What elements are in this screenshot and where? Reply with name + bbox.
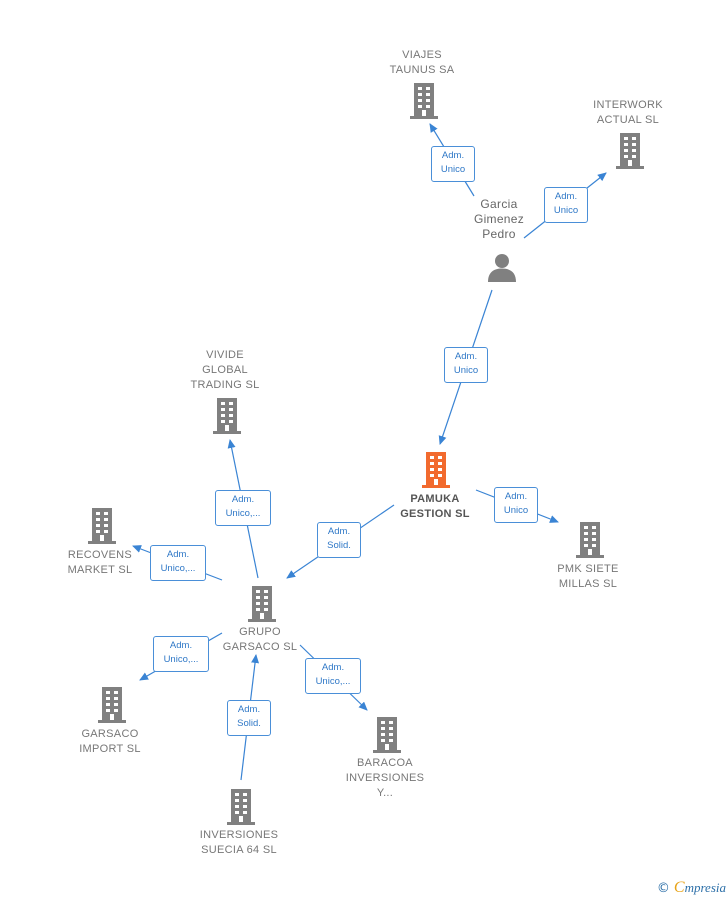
label-line: PAMUKA xyxy=(410,493,460,505)
node-label-viajes-taunus[interactable]: VIAJES TAUNUS SA xyxy=(372,48,472,78)
building-icon[interactable] xyxy=(409,83,439,119)
building-icon[interactable] xyxy=(226,789,256,825)
node-label-vivide-global-trading[interactable]: VIVIDE GLOBAL TRADING SL xyxy=(175,348,275,393)
badge-line-2: Unico xyxy=(440,164,466,175)
badge-line-1: Adm. xyxy=(327,526,351,537)
label-line: SUECIA 64 SL xyxy=(201,844,277,856)
label-line: INTERWORK xyxy=(593,99,663,111)
label-line: ACTUAL SL xyxy=(596,114,660,126)
label-line: INVERSIONES xyxy=(345,772,425,784)
label-line: VIVIDE xyxy=(206,349,244,361)
building-icon[interactable] xyxy=(212,398,242,434)
node-label-interwork-actual[interactable]: INTERWORK ACTUAL SL xyxy=(578,98,678,128)
node-label-pmk-siete-millas[interactable]: PMK SIETE MILLAS SL xyxy=(538,562,638,592)
label-line: MARKET SL xyxy=(67,564,133,576)
label-line: PMK SIETE xyxy=(557,563,619,575)
label-line: MILLAS SL xyxy=(558,578,618,590)
node-label-garcia-gimenez-pedro[interactable]: Garcia Gimenez Pedro xyxy=(449,197,549,242)
badge-line-1: Adm. xyxy=(454,351,478,362)
copyright-symbol: © xyxy=(656,881,670,896)
edge-badge-suecia-garsaco[interactable]: Adm. Solid. xyxy=(227,700,271,736)
building-icon[interactable] xyxy=(87,508,117,544)
empresia-logo[interactable]: ©Cmpresia xyxy=(657,879,726,897)
node-label-grupo-garsaco[interactable]: GRUPO GARSACO SL xyxy=(210,625,310,655)
building-icon[interactable] xyxy=(372,717,402,753)
badge-line-1: Adm. xyxy=(554,191,578,202)
label-line: RECOVENS xyxy=(67,549,133,561)
label-line: GRUPO xyxy=(239,626,281,638)
node-label-baracoa-inversiones[interactable]: BARACOA INVERSIONES Y... xyxy=(335,756,435,801)
badge-line-2: Unico,... xyxy=(160,563,196,574)
edge-badge-pamuka-garsaco[interactable]: Adm. Solid. xyxy=(317,522,361,558)
node-label-pamuka-gestion[interactable]: PAMUKA GESTION SL xyxy=(380,492,490,522)
node-label-recovens-market[interactable]: RECOVENS MARKET SL xyxy=(50,548,150,578)
label-line: GARSACO SL xyxy=(222,641,298,653)
label-line: TAUNUS SA xyxy=(389,64,455,76)
person-icon[interactable] xyxy=(486,251,518,283)
badge-line-2: Unico xyxy=(553,205,579,216)
badge-line-2: Unico,... xyxy=(315,676,351,687)
edge-badge-person-interwork[interactable]: Adm. Unico xyxy=(544,187,588,223)
label-line: BARACOA xyxy=(357,757,413,769)
label-line: Gimenez xyxy=(473,212,525,226)
building-icon[interactable] xyxy=(247,586,277,622)
edge-badge-garsaco-recovens[interactable]: Adm. Unico,... xyxy=(150,545,206,581)
label-line: VIAJES xyxy=(402,49,442,61)
label-line: GARSACO xyxy=(81,728,139,740)
badge-line-1: Adm. xyxy=(166,549,190,560)
badge-line-2: Unico xyxy=(453,365,479,376)
badge-line-1: Adm. xyxy=(321,662,345,673)
badge-line-2: Solid. xyxy=(327,540,351,551)
label-line: TRADING SL xyxy=(190,379,260,391)
edge-badge-person-viajes[interactable]: Adm. Unico xyxy=(431,146,475,182)
edge-badge-garsaco-import[interactable]: Adm. Unico,... xyxy=(153,636,209,672)
badge-line-2: Unico,... xyxy=(163,654,199,665)
building-icon[interactable] xyxy=(615,133,645,169)
label-line: Garcia xyxy=(480,197,518,211)
building-icon[interactable] xyxy=(575,522,605,558)
building-icon[interactable] xyxy=(421,452,451,488)
edge-badge-pamuka-pmk[interactable]: Adm. Unico xyxy=(494,487,538,523)
badge-line-2: Unico,... xyxy=(225,508,261,519)
badge-line-2: Solid. xyxy=(237,718,261,729)
badge-line-1: Adm. xyxy=(504,491,528,502)
edge-badge-garsaco-baracoa[interactable]: Adm. Unico,... xyxy=(305,658,361,694)
node-label-inversiones-suecia[interactable]: INVERSIONES SUECIA 64 SL xyxy=(189,828,289,858)
badge-line-2: Unico xyxy=(503,505,529,516)
badge-line-1: Adm. xyxy=(441,150,465,161)
badge-line-1: Adm. xyxy=(237,704,261,715)
brand-initial: C xyxy=(673,879,685,896)
label-line: INVERSIONES xyxy=(199,829,279,841)
building-icon[interactable] xyxy=(97,687,127,723)
brand-name: mpresia xyxy=(684,880,726,895)
label-line: GLOBAL xyxy=(202,364,248,376)
edge-badge-garsaco-vivide[interactable]: Adm. Unico,... xyxy=(215,490,271,526)
label-line: Y... xyxy=(376,787,394,799)
badge-line-1: Adm. xyxy=(169,640,193,651)
node-label-garsaco-import[interactable]: GARSACO IMPORT SL xyxy=(60,727,160,757)
badge-line-1: Adm. xyxy=(231,494,255,505)
label-line: GESTION SL xyxy=(400,508,470,520)
edge-badge-person-pamuka[interactable]: Adm. Unico xyxy=(444,347,488,383)
label-line: Pedro xyxy=(482,227,516,241)
label-line: IMPORT SL xyxy=(79,743,141,755)
